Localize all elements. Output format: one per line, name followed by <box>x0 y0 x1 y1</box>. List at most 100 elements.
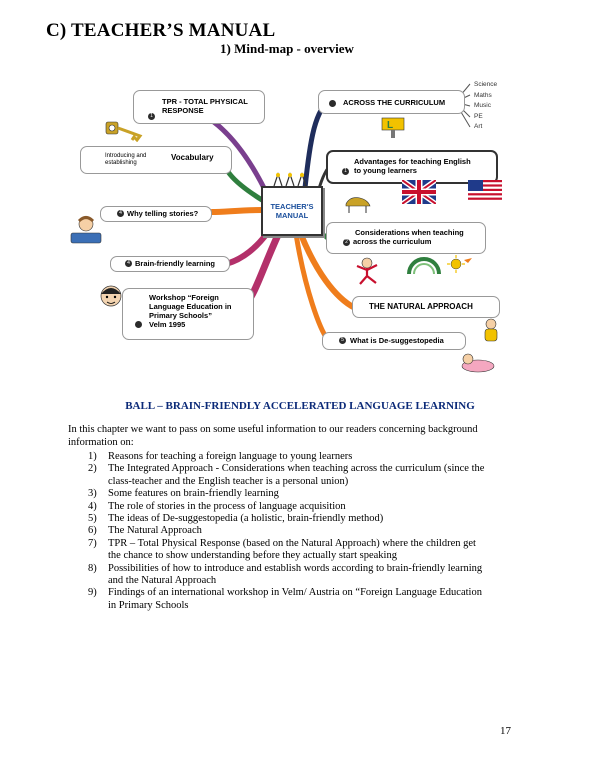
center-line2: MANUAL <box>275 211 309 220</box>
node-curriculum: ACROSS THE CURRICULUM <box>318 90 465 114</box>
list-item-number: 1) <box>88 451 97 462</box>
intro-paragraph: In this chapter we want to pass on some … <box>68 424 478 448</box>
subject-art: Art <box>474 123 483 130</box>
ball-br: B <box>165 400 173 412</box>
list-item-text: Some features on brain-friendly learning <box>108 488 279 500</box>
node-stories-bullet: 4 <box>117 210 124 217</box>
list-item: 7)TPR – Total Physical Response (based o… <box>88 538 488 563</box>
center-line1: TEACHER'S <box>270 202 314 211</box>
list-item: 4) The role of stories in the process of … <box>88 501 488 513</box>
page-title: C) TEACHER’S MANUAL <box>46 20 276 41</box>
reclining-figure-icon <box>461 353 495 373</box>
node-advantages: Advantages for teaching English to young… <box>326 150 498 184</box>
node-curriculum-label: ACROSS THE CURRICULUM <box>343 98 446 107</box>
node-suggestopedia-bullet: 5 <box>339 337 346 344</box>
page-number: 17 <box>500 725 511 737</box>
ball-f-rest: RIENDLY <box>211 400 263 412</box>
center-decoration-icon <box>273 172 307 187</box>
node-stories-label: Why telling stories? <box>127 209 199 218</box>
node-vocabulary-label: Vocabulary <box>171 153 214 162</box>
list-item-number: 6) <box>88 525 97 537</box>
center-node: TEACHER'S MANUAL <box>261 186 323 236</box>
list-item-text: The Integrated Approach - Considerations… <box>108 463 485 487</box>
node-vocabulary: Introducing and establishing Vocabulary <box>80 146 232 174</box>
list-item-text: TPR – Total Physical Response (based on … <box>108 537 476 562</box>
us-flag-icon <box>468 180 502 202</box>
list-item-number: 4) <box>88 500 97 512</box>
node-considerations-bullet: 2 <box>343 239 350 246</box>
branch-stories <box>209 207 265 215</box>
branch-natural <box>297 229 358 311</box>
ball-br-rest: RAIN- <box>172 400 205 412</box>
node-advantages-line1: Advantages for teaching English <box>354 157 471 166</box>
node-natural: THE NATURAL APPROACH <box>352 296 500 318</box>
ball-f: F <box>204 400 212 412</box>
subject-list: Science Maths Music PE Art <box>474 80 497 133</box>
list-item-text: The ideas of De-suggestopedia (a holisti… <box>108 513 384 525</box>
list-item-number: 5) <box>88 513 97 525</box>
node-suggestopedia-label: What is De-suggestopedia <box>350 336 444 345</box>
sun-bird-icon <box>447 255 472 273</box>
subject-pe: PE <box>474 112 483 120</box>
subject-music: Music <box>474 102 491 109</box>
node-natural-label: THE NATURAL APPROACH <box>369 302 473 311</box>
list-item-text: The role of stories in the process of la… <box>108 500 346 512</box>
node-brain: 4 Brain-friendly learning <box>110 256 230 272</box>
list-item: 3) Some features on brain-friendly learni… <box>88 488 488 500</box>
svg-text:L: L <box>387 120 393 131</box>
node-workshop: Workshop “Foreign Language Education in … <box>122 288 254 340</box>
subject-maths: Maths <box>474 91 492 99</box>
list-item: 6) The Natural Approach <box>88 525 488 537</box>
list-item-text: The Natural Approach <box>108 525 202 537</box>
node-tpr-bullet: 1 <box>148 113 155 120</box>
mind-map: TPR - TOTAL PHYSICAL RESPONSE 1 Introduc… <box>0 60 600 390</box>
node-considerations-line1: Considerations when teaching <box>355 228 464 237</box>
topic-list: 1) Reasons for teaching a foreign languag… <box>88 451 488 612</box>
child-figure-icon <box>484 318 498 342</box>
node-brain-label: Brain-friendly learning <box>135 259 216 268</box>
ball-l2-rest: EARNING <box>422 400 475 412</box>
branch-suggestopedia <box>293 231 331 343</box>
ball-l2: L <box>415 400 423 412</box>
node-considerations-line2: across the curriculum <box>353 237 432 246</box>
list-item-text: Reasons for teaching a foreign language … <box>108 451 353 462</box>
node-workshop-line2: Language Education in <box>149 302 232 311</box>
reading-child-icon <box>70 216 102 244</box>
list-item-text: Possibilities of how to introduce and es… <box>108 562 483 587</box>
node-considerations: Considerations when teaching 2 across th… <box>326 222 486 254</box>
cartoon-face-icon <box>100 285 122 307</box>
uk-flag-icon <box>402 180 436 204</box>
list-item-text: Findings of an international workshop in… <box>108 587 482 611</box>
list-item: 9) Findings of an international workshop … <box>88 587 488 612</box>
ball-l: L <box>349 400 357 412</box>
node-tpr-label: TPR - TOTAL PHYSICAL RESPONSE <box>162 97 248 115</box>
ball-b: B <box>125 400 133 412</box>
node-tpr: TPR - TOTAL PHYSICAL RESPONSE 1 <box>133 90 265 124</box>
branch-brain <box>223 229 271 267</box>
rainbow-icon <box>407 257 441 275</box>
list-item: 8) Possibilities of how to introduce and … <box>88 563 488 588</box>
list-item-number: 3) <box>88 488 97 500</box>
ball-heading: BALL – BRAIN-FRIENDLY ACCELERATED LANGUA… <box>0 400 600 412</box>
node-brain-bullet: 4 <box>125 260 132 267</box>
ball-a: A <box>262 400 271 412</box>
list-item-number: 9) <box>88 587 97 599</box>
list-item: 5) The ideas of De-suggestopedia (a holis… <box>88 513 488 525</box>
node-stories: 4 Why telling stories? <box>100 206 212 222</box>
node-workshop-line4: Velm 1995 <box>149 320 186 329</box>
list-item: 1) Reasons for teaching a foreign languag… <box>88 451 488 463</box>
list-item: 2)The Integrated Approach - Consideratio… <box>88 463 488 488</box>
ball-l-rest: ANGUAGE <box>356 400 416 412</box>
node-suggestopedia: 5 What is De-suggestopedia <box>322 332 466 350</box>
signpost-icon: L <box>381 117 405 138</box>
list-item-number: 8) <box>88 562 97 574</box>
ball-b-rest: ALL – <box>132 400 166 412</box>
jumping-child-icon <box>356 257 378 285</box>
piano-icon <box>345 197 371 213</box>
node-curriculum-bullet <box>329 100 336 107</box>
node-vocabulary-prefix: Introducing and establishing <box>105 153 147 166</box>
subject-science: Science <box>474 81 498 88</box>
node-workshop-bullet <box>135 321 142 328</box>
node-advantages-line2: to young learners <box>354 166 417 175</box>
node-workshop-line1: Workshop “Foreign <box>149 293 219 302</box>
